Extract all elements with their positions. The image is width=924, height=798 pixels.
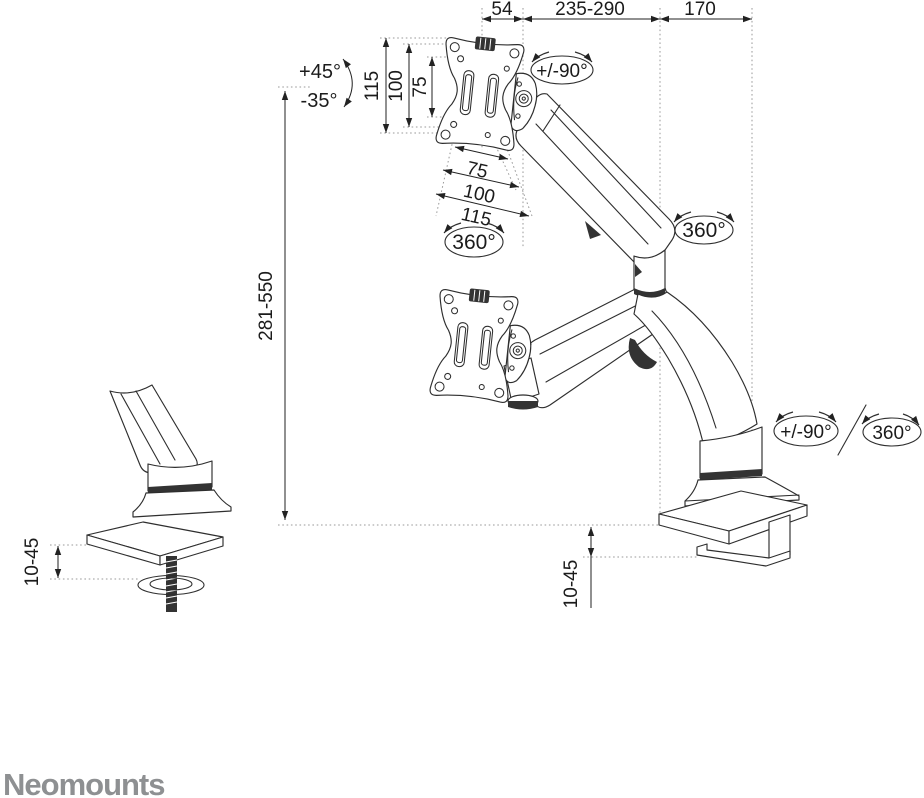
dim-line-h100 [442,168,520,189]
rotation-arrow-icon [673,211,692,223]
svg-text:360°: 360° [872,423,911,444]
dim-vesa-h75: 75 [464,158,489,183]
rotation-arrow-icon [902,413,920,426]
label-separator-slash [837,404,867,456]
rotation-arrow-icon [486,222,505,234]
washer-ring [137,574,205,596]
svg-text:360°: 360° [682,219,725,242]
grommet-mount-detail [86,384,232,612]
clamp-bottom-jaw [696,543,791,567]
rotation-arrow-icon [531,51,550,63]
mounting-bolt [165,556,178,612]
rotation-arrow-icon [716,211,735,223]
dim-54: 54 [491,0,513,20]
base-rotate-label: 360° [861,413,922,447]
base-post-and-clamp [658,426,808,567]
rotation-arrow-icon [818,411,837,423]
elbow-rotate-label: 360° [673,211,735,245]
dim-vesa-115: 115 [362,71,383,101]
rotation-arrow-icon [443,222,462,234]
svg-text:+/-90°: +/-90° [536,61,587,82]
tilt-arc-arrow [342,58,353,108]
svg-text:+/-90°: +/-90° [780,422,831,443]
vesa-rotate-label: 360° [443,222,505,258]
dim-line-h75 [454,145,509,161]
dim-170: 170 [684,0,716,20]
brand-logo: Neomounts [3,767,165,798]
upper-arm-segment [515,93,676,270]
dim-line-h115 [435,192,530,218]
forearm-segment [628,291,758,448]
base-swivel-label: +/-90° [773,411,839,447]
svg-text:360°: 360° [452,231,495,254]
tilt-down-label: -35° [301,90,338,112]
rotation-arrow-icon [775,411,794,423]
dim-base-desk-thickness: 10-45 [561,560,582,609]
dimension-lines [54,15,752,608]
elbow-joint [633,249,666,298]
rotation-arrow-icon [574,51,593,63]
tilt-up-label: +45° [299,61,341,83]
rotation-arrow-icon [861,413,880,425]
head-swivel-label: +/-90° [530,51,594,85]
dim-height-range: 281-550 [256,271,277,341]
dim-detail-desk-thickness: 10-45 [22,538,43,587]
dim-vesa-100: 100 [386,70,407,102]
dim-vesa-75: 75 [410,76,431,97]
dim-235-290: 235-290 [555,0,625,20]
